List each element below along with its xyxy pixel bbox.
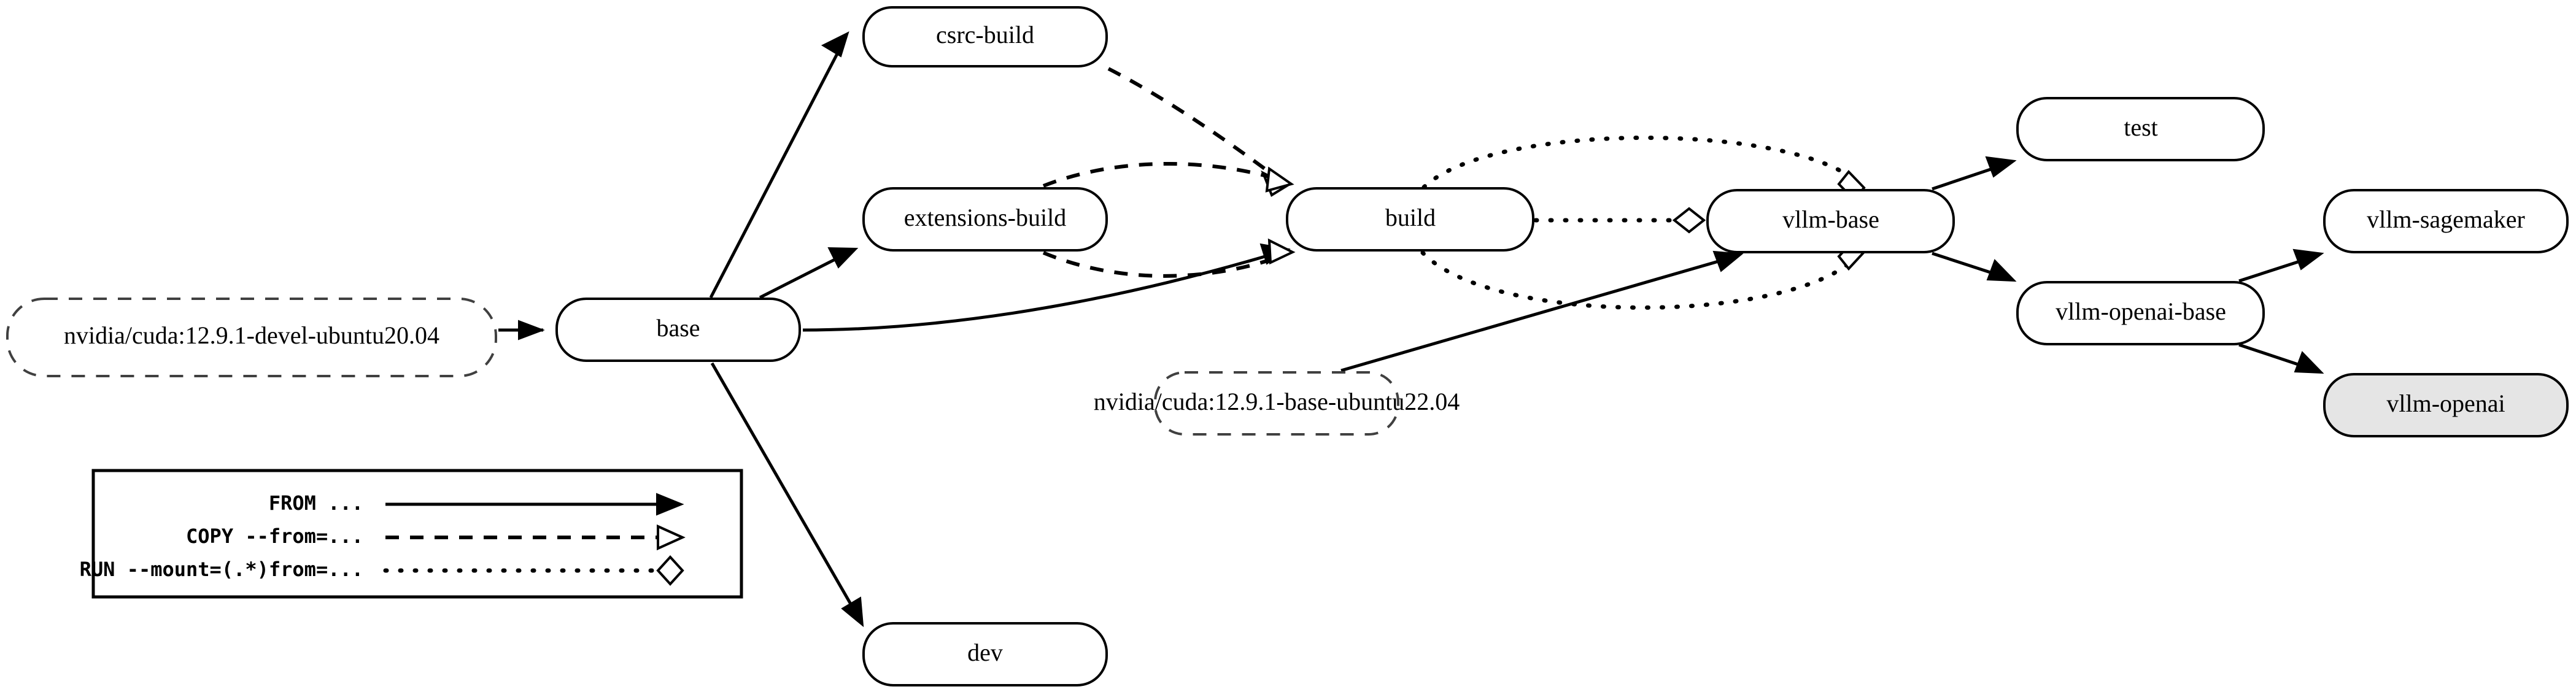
legend-label-from: FROM ... [269,491,363,515]
node-label-cuda-base: nvidia/cuda:12.9.1-base-ubuntu22.04 [1094,388,1460,415]
legend: FROM ... COPY --from=... RUN --mount=(.*… [80,469,743,599]
edge-extensions-build-to-build-upper [1042,162,1294,193]
edge-vllm-base-to-vllm-openai-base [1932,252,2017,282]
node-build[interactable]: build [1286,187,1534,252]
node-vllm-base[interactable]: vllm-base [1706,189,1955,253]
legend-label-run: RUN --mount=(.*)from=... [80,558,363,581]
edge-build-to-vllm-base-middle [1533,207,1706,234]
legend-head-open-triangle [657,524,686,551]
node-vllm-sagemaker[interactable]: vllm-sagemaker [2323,189,2569,253]
edge-vllm-openai-base-to-vllm-sagemaker [2238,248,2324,283]
legend-head-filled-arrow [656,493,684,516]
nodes-layer: nvidia/cuda:12.9.1-devel-ubuntu20.04 bas… [6,6,2569,686]
node-label-cuda-devel: nvidia/cuda:12.9.1-devel-ubuntu20.04 [64,321,439,349]
node-label-test: test [2124,113,2158,141]
node-label-dev: dev [967,639,1003,666]
edge-vllm-base-to-test [1932,156,2017,191]
edge-cuda-base-to-vllm-base [1340,250,1744,372]
node-label-extensions-build: extensions-build [904,204,1066,231]
node-cuda-base[interactable]: nvidia/cuda:12.9.1-base-ubuntu22.04 [1094,371,1460,436]
node-label-vllm-base: vllm-base [1782,206,1879,233]
node-label-vllm-openai-base: vllm-openai-base [2056,298,2226,325]
edge-base-to-build [802,243,1291,332]
node-cuda-devel[interactable]: nvidia/cuda:12.9.1-devel-ubuntu20.04 [6,298,497,377]
edge-cuda-devel-to-base [498,320,545,340]
node-dev[interactable]: dev [862,622,1108,686]
node-vllm-openai[interactable]: vllm-openai [2323,373,2569,437]
node-test[interactable]: test [2016,97,2265,161]
node-extensions-build[interactable]: extensions-build [862,187,1108,252]
node-vllm-openai-base[interactable]: vllm-openai-base [2016,281,2265,345]
node-label-vllm-sagemaker: vllm-sagemaker [2367,206,2525,233]
edge-base-to-dev [710,362,864,628]
legend-label-copy: COPY --from=... [186,525,363,548]
edge-extensions-build-to-build-lower [1042,238,1296,278]
node-label-build: build [1385,204,1436,231]
edge-base-to-extensions-build [759,247,859,299]
node-label-base: base [656,314,700,342]
node-label-csrc-build: csrc-build [936,21,1034,48]
legend-row-copy: COPY --from=... [186,524,686,551]
node-base[interactable]: base [555,298,801,362]
legend-row-run: RUN --mount=(.*)from=... [80,555,684,586]
edge-base-to-csrc-build [709,31,849,299]
node-label-vllm-openai: vllm-openai [2386,390,2505,417]
edge-vllm-openai-base-to-vllm-openai [2238,343,2324,374]
legend-head-open-diamond [656,555,684,586]
edges-layer [498,31,2324,628]
legend-row-from: FROM ... [269,491,684,516]
node-csrc-build[interactable]: csrc-build [862,6,1108,67]
